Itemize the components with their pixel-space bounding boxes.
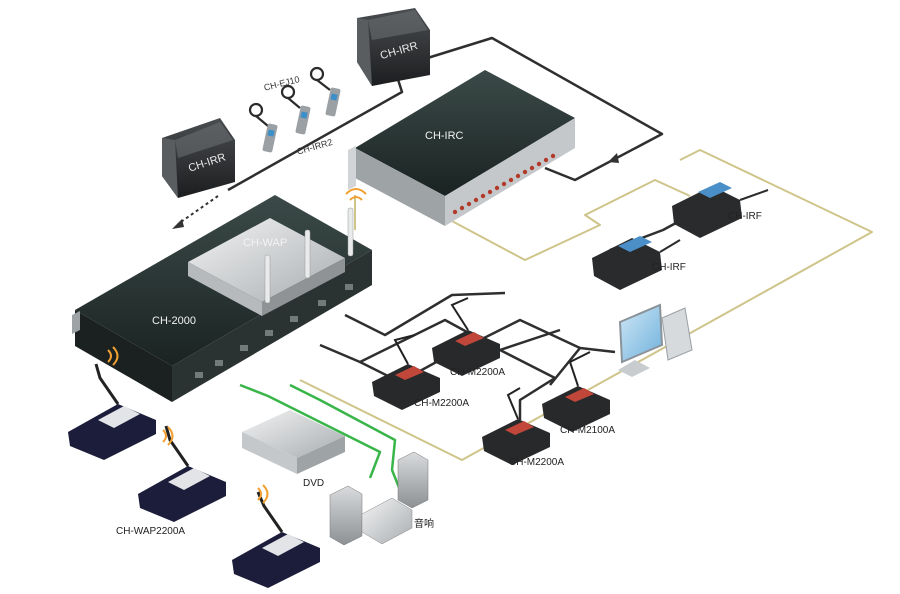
label-ch-irf-2: CH-IRF [728, 211, 762, 222]
cable-bus-5 [499, 348, 557, 420]
wireless-unit-2 [138, 425, 226, 522]
receiver-1 [262, 123, 278, 153]
ch-irf-unit-1 [592, 236, 681, 290]
antenna-2 [304, 229, 311, 279]
label-ch-irc: CH-IRC [425, 130, 464, 142]
dashed-arrow-head [172, 219, 184, 229]
antenna-1 [264, 254, 271, 304]
label-ch-wap: CH-WAP [243, 237, 288, 249]
dashed-arrow [177, 195, 219, 225]
headphone-icon-3 [309, 66, 325, 82]
cable-dvd-green [239, 383, 382, 479]
irc-connectors [452, 153, 556, 215]
headphones-group [248, 66, 331, 127]
wifi-signals [107, 188, 367, 504]
amplifier [361, 497, 413, 545]
receiver-3 [325, 87, 341, 117]
ch-wap-unit [188, 207, 354, 316]
label-dvd: DVD [303, 478, 325, 489]
ch-irr-top [357, 8, 430, 86]
conf-unit-m2100a [542, 351, 610, 432]
cable-bus-2 [319, 318, 561, 364]
cable-irr-top-to-irc [404, 36, 664, 182]
receivers-group [262, 87, 341, 153]
headphone-icon-1 [248, 102, 264, 118]
dvd-player [242, 410, 345, 474]
speaker-left [329, 485, 363, 546]
pc-monitor [618, 303, 693, 377]
arrow-to-irc [608, 153, 619, 163]
audio-system [329, 451, 429, 546]
cable-irf-ring [299, 149, 873, 461]
ch-irr-left [162, 118, 235, 198]
conf-unit-m2200a-1 [432, 297, 500, 376]
label-wap2200a: CH-WAP2200A [116, 526, 186, 537]
receiver-2 [295, 105, 311, 135]
ch-irc-unit [348, 70, 575, 226]
conf-unit-m2200a-2 [372, 334, 440, 410]
cable-bus-1 [344, 291, 506, 337]
ch-irf-unit-2 [672, 182, 769, 238]
label-m2200a-1: CH-M2200A [450, 367, 506, 378]
label-m2200a-3: CH-M2200A [509, 457, 565, 468]
ch2000-ports [195, 284, 353, 378]
label-ch-2000: CH-2000 [152, 315, 197, 327]
wireless-unit-1 [68, 363, 156, 460]
label-ch-irf-1: CH-IRF [652, 262, 686, 273]
cable-audio-green [289, 383, 402, 491]
label-m2200a-2: CH-M2200A [414, 398, 470, 409]
conf-unit-m2200a-3 [482, 387, 550, 465]
beige-cables [299, 149, 873, 461]
cable-irc-to-irf [449, 179, 691, 261]
antenna-3 [347, 207, 354, 257]
speaker-right [397, 451, 429, 509]
ch-2000-unit [72, 195, 372, 402]
green-cables [239, 383, 402, 491]
label-audio: 音响 [414, 519, 434, 530]
cable-bus-6 [579, 346, 616, 354]
wireless-unit-3 [232, 491, 320, 588]
label-m2100a: CH-M2100A [560, 425, 616, 436]
